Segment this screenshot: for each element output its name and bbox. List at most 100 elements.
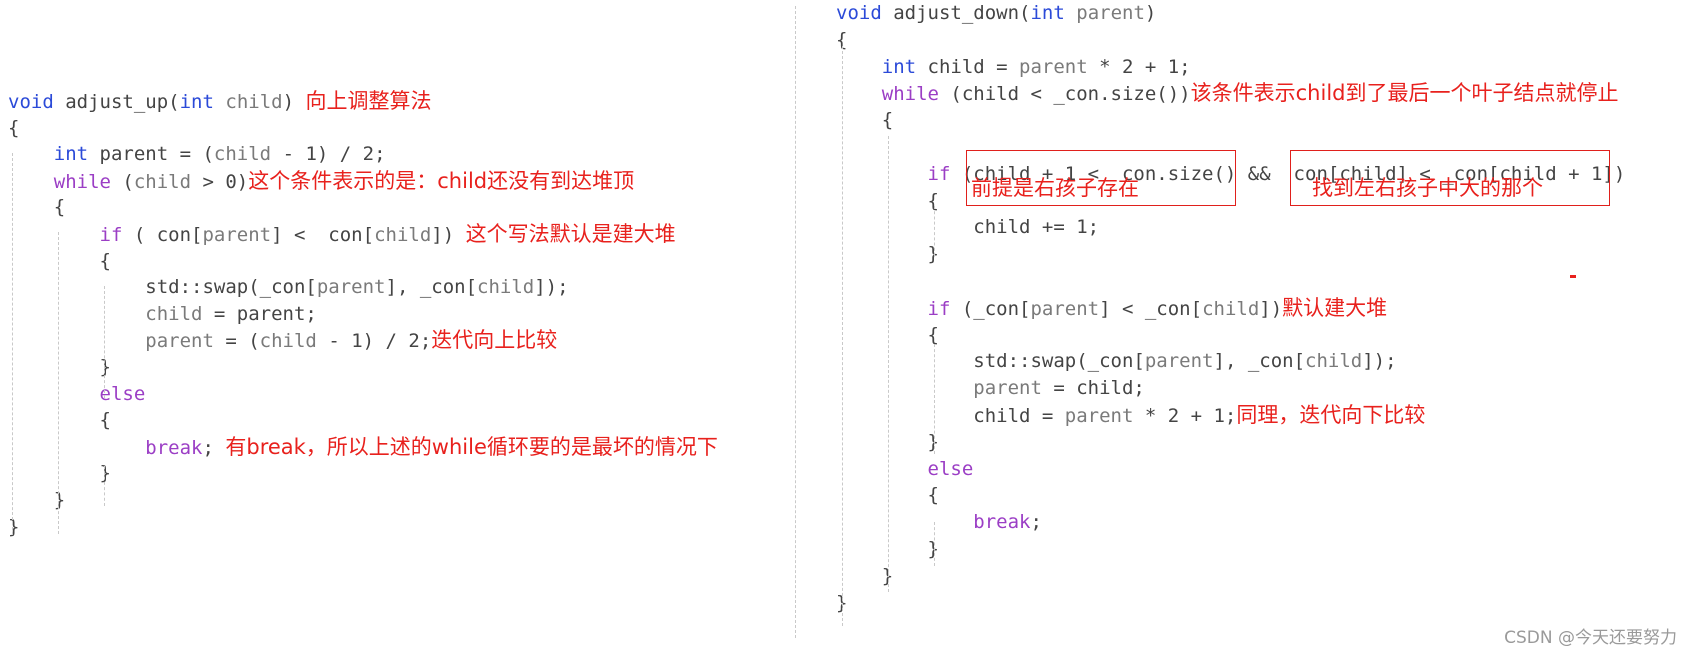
annotation-text: 有break，所以上述的while循环要的是最坏的情况下 <box>225 434 718 459</box>
code-line: child = parent * 2 + 1;同理，迭代向下比较 <box>836 402 1425 429</box>
code-line: } <box>8 487 65 513</box>
code-line: while (child < _con.size())该条件表示child到了最… <box>836 80 1619 107</box>
code-token: = parent; <box>202 302 317 325</box>
code-token: parent <box>316 276 386 299</box>
code-token: child <box>213 91 283 113</box>
code-line: { <box>836 188 939 214</box>
code-line: parent = child; <box>836 375 1145 401</box>
code-line: { <box>836 107 893 133</box>
code-token: while <box>836 83 939 106</box>
code-token: child += 1; <box>836 216 1100 239</box>
code-token: } <box>8 462 111 485</box>
annotation-text: 该条件表示child到了最后一个叶子结点就停止 <box>1190 81 1619 106</box>
box2-label: 找到左右孩子中大的那个 <box>1312 176 1543 200</box>
code-line: } <box>836 590 847 616</box>
indent-guide <box>58 232 59 534</box>
code-token: ], _con[ <box>1213 350 1306 373</box>
indent-guide <box>934 522 935 566</box>
indent-guide <box>934 344 935 454</box>
code-token: int <box>179 91 214 113</box>
code-line: std::swap(_con[parent], _con[child]); <box>8 274 569 300</box>
code-token: ]); <box>534 276 569 299</box>
code-token: parent <box>1030 297 1100 320</box>
code-line: break; 有break，所以上述的while循环要的是最坏的情况下 <box>8 434 718 461</box>
code-token: if <box>8 224 123 246</box>
code-token: child <box>259 330 317 353</box>
code-token: } <box>836 538 939 560</box>
code-token: child <box>1305 350 1363 373</box>
indent-guide <box>934 206 935 256</box>
code-line: void adjust_down(int parent) <box>836 0 1156 26</box>
code-line: else <box>8 381 146 407</box>
code-token: ) <box>282 91 306 113</box>
code-line: void adjust_up(int child) 向上调整算法 <box>8 88 431 115</box>
code-token: std::swap(_con[ <box>836 350 1145 373</box>
annotation-text: 默认建大堆 <box>1282 295 1388 320</box>
annotation-text: 迭代向上比较 <box>431 328 558 353</box>
code-token: * 2 + 1; <box>1133 405 1237 427</box>
code-token: child <box>8 302 203 325</box>
code-token: child = <box>836 405 1065 427</box>
code-token: } <box>836 430 939 453</box>
code-token: = child; <box>1041 377 1145 400</box>
code-token: (child < _con.size()) <box>938 83 1191 106</box>
code-token: (_con[ <box>950 297 1031 320</box>
code-line: { <box>8 194 65 220</box>
code-token: while <box>8 170 111 193</box>
code-line: int parent = (child - 1) / 2; <box>8 141 386 167</box>
right-code-panel: void adjust_down(int parent){ int child … <box>836 0 1676 652</box>
indent-guide <box>104 466 105 506</box>
code-token: { <box>8 409 111 432</box>
code-token: else <box>8 382 146 405</box>
annotation-text: 同理，迭代向下比较 <box>1236 403 1426 427</box>
code-token: child <box>133 170 192 193</box>
code-token: std::swap(_con[ <box>8 276 317 299</box>
code-line: std::swap(_con[parent], _con[child]); <box>836 348 1396 374</box>
condition-box-right-child <box>966 150 1236 206</box>
code-token: ; <box>1030 511 1042 534</box>
code-line: if (child + 1 < con.size() && con[child]… <box>836 161 1626 187</box>
annotation-text: 这个写法默认是建大堆 <box>465 222 676 246</box>
code-line: { <box>8 248 111 274</box>
code-line: if (_con[parent] < _con[child])默认建大堆 <box>836 295 1388 322</box>
code-token: { <box>836 484 939 507</box>
code-token: if <box>836 162 951 185</box>
code-line: child = parent; <box>8 301 317 327</box>
condition-box-compare-children <box>1290 150 1610 206</box>
code-token: parent <box>8 330 214 353</box>
code-token: { <box>836 28 848 51</box>
code-token: { <box>836 109 894 132</box>
code-line: } <box>8 354 111 380</box>
code-token: parent <box>1064 2 1145 24</box>
code-token: ], _con[ <box>385 276 478 299</box>
indent-guide <box>888 136 889 592</box>
code-token: child <box>1202 297 1260 320</box>
code-line: else <box>836 456 974 482</box>
indent-guide <box>842 46 843 626</box>
code-token: adjust_down( <box>881 2 1031 24</box>
code-token: void <box>8 91 54 113</box>
code-token: { <box>836 189 939 212</box>
code-token: adjust_up( <box>53 91 180 113</box>
code-token: child <box>213 143 272 166</box>
code-token: ( <box>110 170 134 193</box>
panel-divider <box>795 6 796 638</box>
code-line: break; <box>836 509 1042 535</box>
indent-guide <box>104 286 105 398</box>
code-token: ] < con[ <box>271 224 375 246</box>
code-token: parent <box>1019 55 1088 78</box>
code-line: } <box>836 429 939 455</box>
left-code-panel: void adjust_up(int child) 向上调整算法 { int pa… <box>8 0 788 652</box>
code-token: child <box>374 224 432 246</box>
code-line: if ( con[parent] < con[child]) 这个写法默认是建大… <box>8 221 676 248</box>
code-token: * 2 + 1; <box>1087 55 1191 78</box>
code-line: child += 1; <box>836 214 1099 240</box>
code-token: = ( <box>213 330 260 353</box>
code-token: (child + 1 < con.size() && con[child] < … <box>950 162 1626 185</box>
code-line: { <box>836 322 939 348</box>
code-token: - 1) / 2; <box>316 330 432 353</box>
red-marker <box>1570 275 1576 278</box>
code-token: } <box>8 356 111 378</box>
code-token: - 1) / 2; <box>271 143 386 166</box>
code-token: parent <box>836 377 1042 400</box>
